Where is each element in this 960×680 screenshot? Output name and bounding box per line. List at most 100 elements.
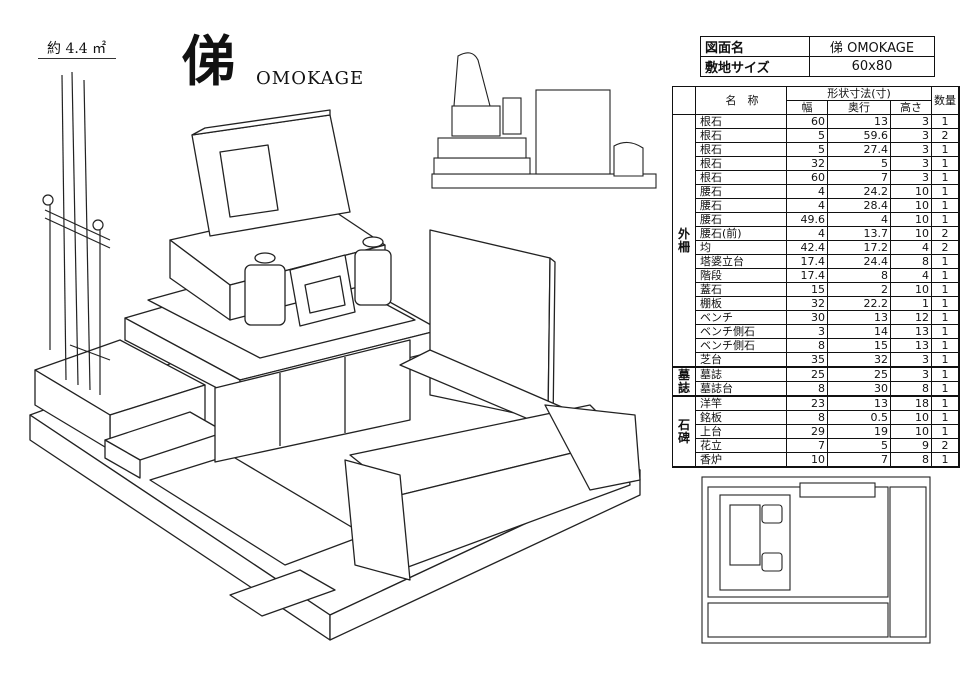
part-depth: 5 (827, 438, 891, 453)
part-qty: 1 (931, 324, 960, 339)
part-height: 3 (890, 366, 932, 382)
part-qty: 1 (931, 310, 960, 325)
part-depth: 22.2 (827, 296, 891, 311)
part-height: 1 (890, 296, 932, 311)
part-qty: 1 (931, 142, 960, 157)
part-height: 13 (890, 324, 932, 339)
part-height: 9 (890, 438, 932, 453)
part-depth: 25 (827, 366, 891, 382)
part-qty: 1 (931, 212, 960, 227)
header-name: 名 称 (695, 86, 787, 115)
area-underline (38, 58, 116, 59)
part-width: 5 (786, 128, 828, 143)
part-qty: 1 (931, 254, 960, 269)
part-height: 10 (890, 282, 932, 297)
part-width: 15 (786, 282, 828, 297)
part-width: 4 (786, 198, 828, 213)
part-depth: 8 (827, 268, 891, 283)
part-qty: 1 (931, 366, 960, 382)
part-width: 25 (786, 366, 828, 382)
part-qty: 1 (931, 452, 960, 468)
part-width: 17.4 (786, 268, 828, 283)
part-name: 根石 (695, 114, 787, 129)
part-name: 腰石 (695, 212, 787, 227)
part-name: 根石 (695, 170, 787, 185)
part-depth: 7 (827, 170, 891, 185)
header-width: 幅 (786, 100, 828, 115)
part-depth: 19 (827, 424, 891, 439)
part-depth: 2 (827, 282, 891, 297)
part-width: 4 (786, 184, 828, 199)
part-qty: 1 (931, 296, 960, 311)
part-depth: 17.2 (827, 240, 891, 255)
part-qty: 1 (931, 395, 960, 411)
part-qty: 1 (931, 114, 960, 129)
isometric-grave-drawing (29, 71, 641, 641)
part-height: 4 (890, 268, 932, 283)
part-width: 60 (786, 114, 828, 129)
part-width: 10 (786, 452, 828, 468)
part-width: 30 (786, 310, 828, 325)
part-depth: 13 (827, 395, 891, 411)
design-kanji-title: 俤 (182, 29, 236, 93)
part-name: 墓誌台 (695, 381, 787, 397)
bench-right-end (544, 404, 641, 491)
group-label: 石碑 (672, 395, 696, 468)
info-key: 敷地サイズ (700, 56, 810, 77)
info-value: 60x80 (809, 56, 935, 77)
part-width: 4 (786, 226, 828, 241)
header-dimensions: 形状寸法(寸) (786, 86, 932, 101)
part-name: 花立 (695, 438, 787, 453)
part-qty: 1 (931, 170, 960, 185)
front-step (229, 569, 336, 617)
part-height: 10 (890, 212, 932, 227)
part-depth: 4 (827, 212, 891, 227)
planter-box-front (104, 439, 141, 479)
part-height: 13 (890, 338, 932, 353)
part-name: ベンチ側石 (695, 338, 787, 353)
part-name: 蓋石 (695, 282, 787, 297)
part-width: 5 (786, 142, 828, 157)
part-qty: 2 (931, 128, 960, 143)
site-area-label: 約 4.4 ㎡ (47, 41, 107, 57)
part-width: 49.6 (786, 212, 828, 227)
part-name: 芝台 (695, 352, 787, 368)
part-qty: 1 (931, 184, 960, 199)
part-name: 香炉 (695, 452, 787, 468)
part-width: 35 (786, 352, 828, 368)
part-name: 腰石 (695, 198, 787, 213)
nameplate (219, 144, 279, 218)
western-tablet-top (191, 109, 331, 136)
part-depth: 24.2 (827, 184, 891, 199)
part-height: 3 (890, 352, 932, 368)
lower-chamber-front (214, 339, 411, 463)
part-height: 3 (890, 128, 932, 143)
part-height: 18 (890, 395, 932, 411)
part-depth: 14 (827, 324, 891, 339)
part-name: 腰石 (695, 184, 787, 199)
group-label: 外柵 (672, 114, 696, 368)
part-depth: 0.5 (827, 410, 891, 425)
part-depth: 28.4 (827, 198, 891, 213)
part-name: 塔婆立台 (695, 254, 787, 269)
part-name: 腰石(前) (695, 226, 787, 241)
part-name: 棚板 (695, 296, 787, 311)
part-qty: 1 (931, 268, 960, 283)
part-name: 階段 (695, 268, 787, 283)
part-depth: 24.4 (827, 254, 891, 269)
part-qty: 1 (931, 198, 960, 213)
info-row: 図面名俤 OMOKAGE (700, 36, 935, 57)
part-height: 3 (890, 114, 932, 129)
part-depth: 13 (827, 310, 891, 325)
